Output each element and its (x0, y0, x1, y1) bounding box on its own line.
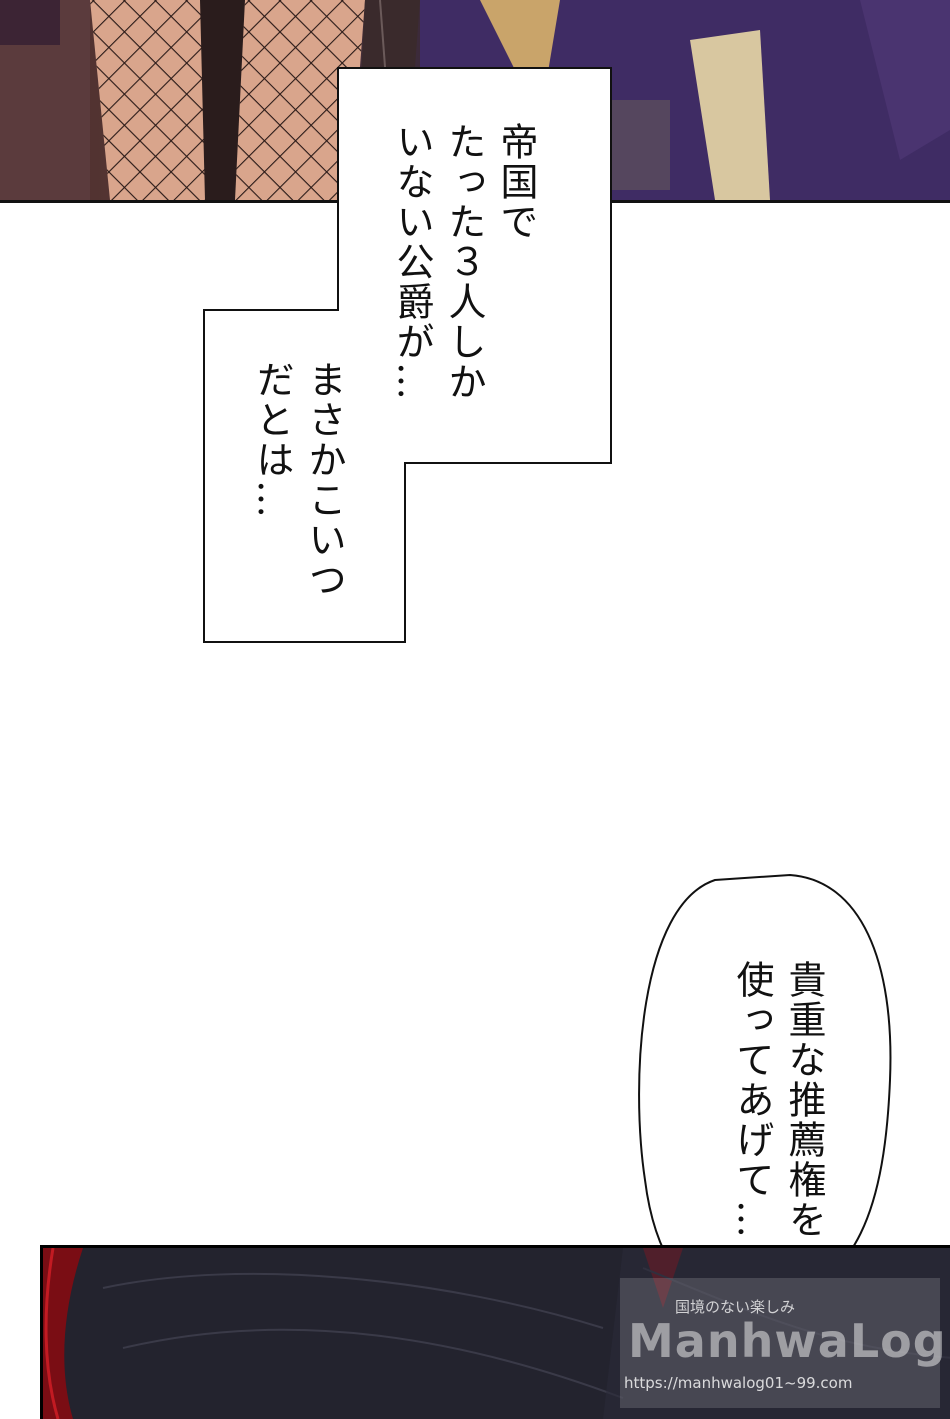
legs-illustration (0, 0, 950, 200)
top-caption-line-3: いない公爵が… (390, 122, 434, 402)
bottom-caption-text: まさかこいつ だとは… (246, 360, 350, 600)
watermark-url: https://manhwalog01~99.com (624, 1374, 853, 1392)
top-caption-line-2: たった３人しか (442, 122, 486, 402)
speech-line-1: 貴重な推薦権を (782, 960, 826, 1240)
bottom-caption-line-2: だとは… (250, 360, 294, 520)
bottom-caption-line-1: まさかこいつ (302, 360, 346, 600)
top-artwork-panel (0, 0, 950, 203)
watermark-brand: ManhwaLog (628, 1314, 947, 1368)
top-caption-line-1: 帝国で (494, 122, 538, 242)
speech-bubble-text: 貴重な推薦権を 使ってあげて… (726, 960, 830, 1240)
hair-illustration (43, 1248, 950, 1419)
speech-line-2: 使ってあげて… (730, 960, 774, 1240)
watermark: 国境のない楽しみ ManhwaLog https://manhwalog01~9… (620, 1278, 946, 1408)
top-caption-text: 帝国で たった３人しか いない公爵が… (386, 122, 542, 402)
watermark-tagline: 国境のない楽しみ (675, 1298, 796, 1316)
bottom-artwork-panel (40, 1245, 950, 1419)
